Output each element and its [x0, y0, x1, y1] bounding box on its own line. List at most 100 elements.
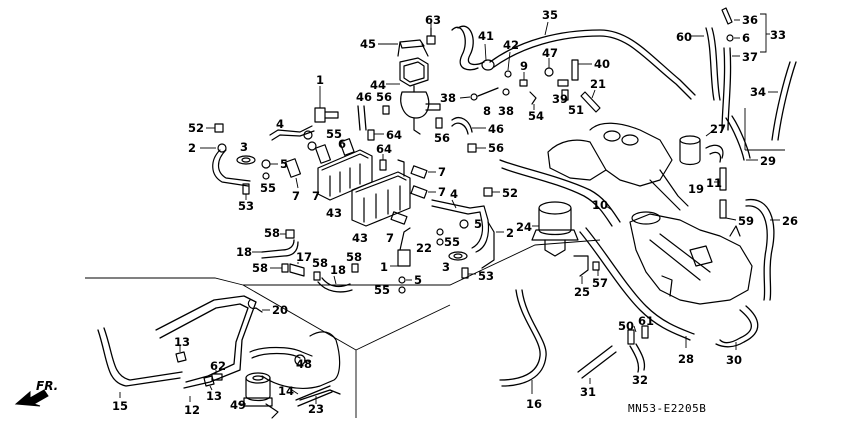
callout-7e: 7	[386, 231, 394, 245]
callout-35: 35	[542, 8, 558, 22]
callout-49: 49	[230, 398, 246, 412]
part-26-hose	[745, 199, 780, 301]
callout-4a: 4	[276, 117, 284, 131]
part-64-bolt-b	[379, 154, 387, 171]
callout-7d: 7	[438, 185, 446, 199]
callout-23: 23	[308, 402, 324, 416]
callout-20: 20	[272, 303, 288, 317]
callout-47: 47	[542, 46, 558, 60]
callout-38b: 38	[498, 104, 514, 118]
intake-manifold-lower	[629, 211, 753, 305]
part-56-bolt-b	[435, 117, 443, 129]
part-56-bolt-c	[467, 143, 486, 153]
callout-55a: 55	[326, 127, 342, 141]
callout-18b: 18	[330, 263, 346, 277]
callout-58b: 58	[252, 261, 268, 275]
part-56-bolt-a	[382, 105, 390, 115]
bracket-33	[760, 13, 770, 53]
part-52-bolt-a	[206, 123, 224, 133]
part-44-air-valve	[386, 57, 441, 135]
callout-17: 17	[296, 250, 312, 264]
part-18-hose-a	[252, 239, 299, 259]
callout-28: 28	[678, 352, 694, 366]
callout-32: 32	[632, 373, 648, 387]
callout-7b: 7	[312, 189, 320, 203]
callout-53a: 53	[238, 199, 254, 213]
callout-51: 51	[568, 103, 584, 117]
part-18-hose-b	[317, 275, 353, 293]
part-30-hose	[715, 305, 759, 350]
callout-31: 31	[580, 385, 596, 399]
callout-14: 14	[278, 384, 294, 398]
front-arrow-icon	[14, 389, 49, 407]
part-17-joint	[289, 262, 305, 277]
callout-54: 54	[528, 109, 544, 123]
callout-61: 61	[638, 314, 654, 328]
part-38-clamps	[459, 87, 510, 101]
callout-2b: 2	[506, 226, 514, 240]
callout-36: 36	[742, 13, 758, 27]
callout-63: 63	[425, 13, 441, 27]
callout-38a: 38	[440, 91, 456, 105]
callout-11: 11	[706, 176, 722, 190]
callout-16: 16	[526, 397, 542, 411]
part-45-bracket	[378, 39, 429, 57]
part-53-bolt-left	[242, 183, 250, 200]
callout-8: 8	[483, 104, 491, 118]
callout-55c: 55	[444, 235, 460, 249]
part-14-hose	[291, 385, 333, 407]
callout-24: 24	[516, 220, 532, 234]
part-5-clip-left	[261, 159, 278, 169]
callout-55d: 55	[374, 283, 390, 297]
callout-9: 9	[520, 59, 528, 73]
part-21-tube	[580, 89, 601, 113]
intake-manifold-upper	[547, 122, 689, 211]
part-48-valve	[249, 331, 341, 389]
part-47-cap	[544, 58, 554, 77]
callout-6b: 6	[742, 31, 750, 45]
callout-22: 22	[416, 241, 432, 255]
callout-29: 29	[760, 154, 776, 168]
callout-53b: 53	[478, 269, 494, 283]
part-59-hose	[719, 199, 737, 221]
part-42-clip	[504, 51, 512, 78]
part-10-hose	[499, 159, 621, 227]
callout-57: 57	[592, 276, 608, 290]
callout-18a: 18	[236, 245, 252, 259]
part-58-bolts-row	[270, 263, 359, 281]
callout-33: 33	[770, 28, 786, 42]
callout-58d: 58	[346, 250, 362, 264]
part-29-hose	[725, 115, 758, 161]
callout-30: 30	[726, 353, 742, 367]
part-63-bolt	[426, 22, 436, 45]
callout-2a: 2	[188, 141, 196, 155]
part-5-55-clips-right	[436, 219, 469, 246]
callout-4b: 4	[450, 187, 458, 201]
callout-15: 15	[112, 399, 128, 413]
part-16-hose	[499, 289, 547, 394]
callout-58a: 58	[264, 226, 280, 240]
part-27-valve	[679, 129, 715, 166]
part-32-hose	[629, 343, 646, 373]
part-9-fitting	[519, 72, 528, 87]
part-13-fittings	[175, 346, 215, 391]
callout-12: 12	[184, 403, 200, 417]
part-3-gasket-right	[448, 251, 468, 261]
front-label: FR.	[36, 379, 58, 393]
part-28-hose	[579, 227, 695, 348]
diagram-code: MN53-E2205B	[628, 402, 706, 415]
callout-5d: 5	[414, 273, 422, 287]
callout-52b: 52	[502, 186, 518, 200]
callout-7c: 7	[438, 165, 446, 179]
part-4-pipe-right	[431, 199, 490, 253]
callout-39: 39	[552, 92, 568, 106]
callout-43b: 43	[352, 231, 368, 245]
callout-40: 40	[594, 57, 610, 71]
part-57-bolt	[592, 261, 600, 276]
part-37-hose	[721, 47, 740, 131]
part-2-pipe-left	[200, 143, 251, 187]
callout-44: 44	[370, 78, 386, 92]
callout-56b: 56	[434, 131, 450, 145]
callout-13a: 13	[174, 335, 190, 349]
